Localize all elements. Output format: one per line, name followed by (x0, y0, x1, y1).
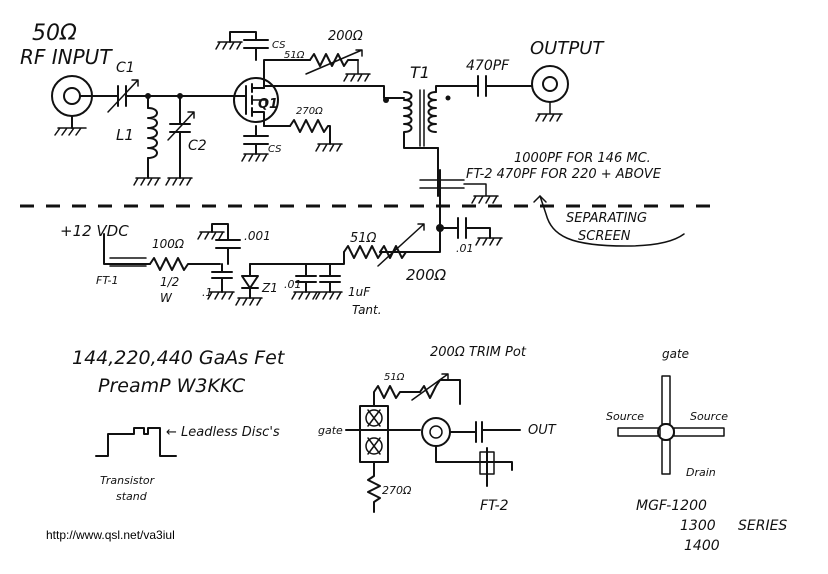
cap-01-right-label: .01 (456, 242, 474, 255)
r270-layout-label: 270Ω (382, 484, 412, 497)
separating-screen-label-2: SCREEN (578, 229, 631, 244)
series-label-1: MGF-1200 (636, 498, 707, 514)
source-top-network (215, 31, 371, 82)
transistor-stand-label-2: stand (116, 490, 148, 503)
transistor-stand-label-1: Transistor (100, 474, 156, 487)
title-line-1: 144,220,440 GaAs Fet (72, 347, 286, 369)
resistor-100 (149, 257, 221, 271)
feedthrough-ft2 (419, 169, 499, 204)
output-label: OUTPUT (530, 38, 605, 59)
r51-bottom-label: 51Ω (350, 231, 377, 246)
r51-top-label: 51Ω (284, 50, 305, 61)
cap-470pf-label: 470PF (466, 58, 510, 74)
r270-top-label: 270Ω (296, 106, 323, 117)
capacitor-01-down (207, 263, 235, 300)
c2-label: C2 (188, 138, 207, 154)
cs-bottom-label: CS (268, 144, 282, 155)
transistor-stand-drawing (95, 427, 177, 457)
gate-layout-label: gate (318, 424, 343, 437)
separating-screen-label-1: SEPARATING (566, 211, 647, 226)
pin-source-left-label: Source (606, 410, 644, 423)
r100-label: 100Ω (152, 237, 185, 251)
physical-layout-drawing (345, 373, 521, 513)
pin-drain-label: Drain (686, 466, 716, 479)
cap-1uf-label: 1uF (348, 285, 371, 299)
cap-001-label: .001 (244, 229, 271, 243)
source-bottom-network (241, 119, 343, 162)
bypass-note-1: 1000PF FOR 146 MC. (514, 151, 651, 166)
fet-pinout-drawing (617, 375, 725, 475)
vdc-label: +12 VDC (60, 222, 129, 240)
cap-1-label: .1 (202, 286, 213, 299)
capacitor-001 (197, 223, 241, 265)
q1-label: Q1 (258, 97, 278, 112)
capacitor-01-right (439, 217, 503, 246)
input-impedance-label: 50Ω (32, 21, 77, 46)
rf-input-label: RF INPUT (20, 45, 113, 69)
series-word-label: SERIES (738, 518, 787, 534)
capacitor-1uf (315, 263, 343, 300)
r200-top-label: 200Ω (328, 29, 363, 44)
r51-r200-bottom (249, 223, 425, 267)
r200-bottom-label: 200Ω (406, 266, 447, 284)
transistor-q1 (233, 71, 279, 127)
series-label-3: 1400 (684, 538, 720, 554)
r51-layout-label: 51Ω (384, 372, 405, 383)
c1-label: C1 (116, 60, 135, 76)
output-connector (531, 65, 569, 122)
cs-top-label: CS (272, 40, 286, 51)
t1-label: T1 (410, 63, 430, 82)
bypass-note-2: FT-2 470PF FOR 220 + ABOVE (466, 167, 662, 182)
pin-source-right-label: Source (690, 410, 728, 423)
inductor-l1 (133, 93, 161, 186)
title-line-2: PreamP W3KKC (98, 375, 246, 397)
cap-01-mid-label: .01 (284, 278, 302, 291)
out-layout-label: OUT (528, 423, 557, 438)
z1-label: Z1 (261, 281, 278, 295)
r-half-watt-1: 1/2 (160, 275, 179, 289)
pin-gate-label: gate (662, 347, 689, 361)
source-url[interactable]: http://www.qsl.net/va3iul (46, 528, 175, 542)
capacitor-c1 (107, 79, 139, 113)
zener-z1 (235, 263, 263, 306)
transformer-t1 (403, 85, 451, 197)
trimpot-label: 200Ω TRIM Pot (430, 345, 527, 360)
capacitor-01-mid (291, 263, 319, 300)
ft1-label: FT-1 (96, 274, 118, 287)
feedthrough-ft1 (109, 257, 147, 267)
series-label-2: 1300 (680, 518, 716, 534)
capacitor-c2 (165, 93, 195, 186)
tant-label: Tant. (352, 303, 382, 317)
l1-label: L1 (116, 126, 134, 144)
ft2-layout-label: FT-2 (480, 498, 509, 514)
rf-input-connector (51, 75, 93, 136)
leadless-label: ← Leadless Disc's (166, 425, 280, 440)
r-half-watt-2: W (160, 291, 173, 305)
